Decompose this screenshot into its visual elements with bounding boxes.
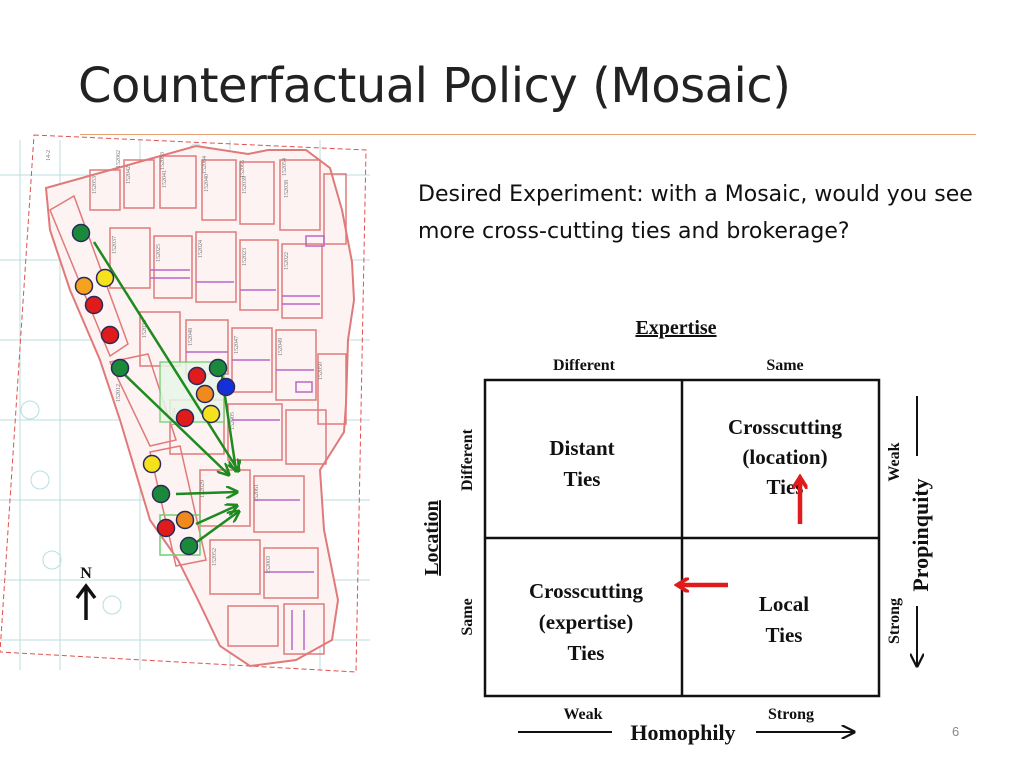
axis-title-location: Location [421,500,443,576]
room-label: 152048 [188,328,194,346]
col-label-different: Different [553,357,616,374]
person-marker-red [187,366,207,386]
row-label-different: Different [459,428,476,491]
room-label: 152037 [112,236,118,254]
room-label: 152042 [126,166,132,184]
col-label-same: Same [766,357,803,374]
room-label: 152038 [284,180,290,198]
person-marker-red [175,408,195,428]
room-label: 14-2 [46,150,52,161]
room-label: 152005 [230,412,236,430]
floorplan-rooms [49,155,347,655]
person-marker-green [71,223,91,243]
slide-body-text: Desired Experiment: with a Mosaic, would… [418,182,973,244]
cell-cross-location-line-2: (location) [742,445,827,469]
person-marker-orange [175,510,195,530]
move-arrow-2 [123,373,228,474]
person-marker-orange [195,384,215,404]
move-arrow-1 [92,241,238,470]
title-divider [80,134,976,135]
room-label: 152025 [156,244,162,262]
room-label: 152003 [266,556,272,574]
person-marker-red [84,295,104,315]
row-label-same: Same [459,598,476,635]
person-marker-yellow [142,454,162,474]
cell-local-ties: Local Ties [759,592,809,647]
cell-crosscutting-expertise-ties: Crosscutting (expertise) Ties [529,579,643,665]
cell-distant-line-2: Ties [564,467,601,491]
cell-crosscutting-location-ties: Crosscutting (location) Ties [728,415,842,499]
room-label: 152024 [198,240,204,258]
room-label: 152061 [254,484,260,502]
homophily-scale: Weak Strong Homophily [518,706,854,745]
room-label: 152047 [234,336,240,354]
room-label: 152029 [200,480,206,498]
room-label: 152054 [282,158,288,176]
person-marker-orange [74,276,94,296]
cell-cross-expertise-line-2: (expertise) [539,610,633,634]
room-label: 152039 [242,176,248,194]
floorplan-image: 14-2 152062 152063 152064 152065 152054 152053… [0,134,370,673]
cell-cross-expertise-line-3: Ties [568,641,605,665]
room-label: 152053 [92,176,98,194]
person-marker-yellow [95,268,115,288]
person-marker-green [151,484,171,504]
cell-distant-line-1: Distant [549,436,614,460]
person-marker-yellow [201,404,221,424]
axis-title-homophily: Homophily [630,720,735,745]
person-markers [71,223,236,556]
matrix-grid [483,378,881,698]
page-number: 6 [952,724,960,739]
room-label: 152064 [202,156,208,174]
room-label: 152036 [142,320,148,338]
person-marker-green [179,536,199,556]
floorplan-room-labels: 14-2 152062 152063 152064 152065 152054 152053… [46,150,324,574]
person-marker-green [208,358,228,378]
room-label: 152022 [284,252,290,270]
cell-distant-ties: Distant Ties [549,436,614,491]
slide-title: Counterfactual Policy (Mosaic) [78,58,791,114]
propinquity-scale: Weak Propinquity Strong [886,396,933,666]
room-label: 152062 [116,150,122,168]
room-label: 152023 [242,248,248,266]
axis-title-propinquity: Propinquity [908,478,933,591]
person-marker-red [156,518,176,538]
propinquity-weak-label: Weak [886,442,903,481]
room-label: 152040 [204,174,210,192]
north-indicator: N [75,565,97,620]
room-label: 152012 [116,384,122,402]
person-marker-green [110,358,130,378]
north-arrowhead-icon [75,583,97,600]
person-marker-blue [216,377,236,397]
homophily-weak-label: Weak [563,706,602,723]
room-label: 152050 [318,362,324,380]
cell-cross-expertise-line-1: Crosscutting [529,579,643,603]
room-label: 152063 [160,152,166,170]
room-label: 152049 [278,338,284,356]
propinquity-strong-label: Strong [886,598,903,644]
north-label: N [80,565,92,582]
cell-cross-location-line-1: Crosscutting [728,415,842,439]
cell-local-line-2: Ties [766,623,803,647]
room-label: 152052 [212,548,218,566]
move-arrow-4 [175,492,236,494]
move-arrow-6 [193,512,238,546]
cell-local-line-1: Local [759,592,809,616]
floorplan-furniture [150,235,325,650]
homophily-strong-label: Strong [768,706,814,723]
room-label: 152041 [162,170,168,188]
person-marker-red [100,325,120,345]
axis-title-expertise: Expertise [635,317,716,339]
ties-matrix-diagram: Expertise Different Same Location Differ… [421,317,933,745]
room-label: 152065 [240,160,246,178]
